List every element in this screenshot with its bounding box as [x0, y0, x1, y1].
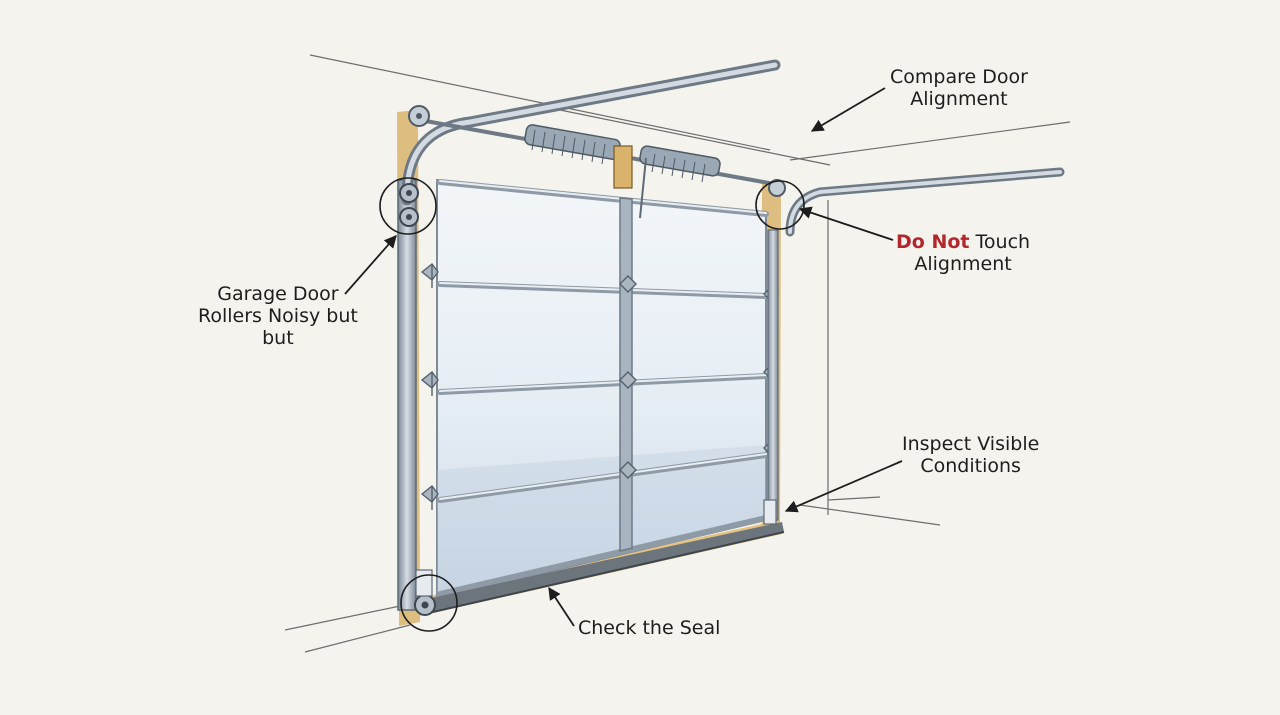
arrow-inspect: [784, 460, 903, 513]
warning-text: Do Not: [896, 231, 970, 253]
label-line: Inspect Visible: [902, 433, 1040, 455]
label-line: Do Not Touch: [896, 231, 1030, 253]
label-compare-door-alignment: Compare Door Alignment: [890, 66, 1028, 110]
label-line: Alignment: [910, 88, 1008, 110]
arrow-rollers: [344, 235, 397, 295]
label-garage-door-rollers: Garage Door Rollers Noisy but but: [198, 283, 358, 349]
label-line: Check the Seal: [578, 617, 721, 639]
label-line: Conditions: [920, 455, 1021, 477]
upper-rollers: [399, 183, 419, 227]
room-outline: [284, 54, 1071, 653]
label-line: but: [262, 327, 294, 349]
highlight-circles: [379, 177, 805, 632]
rollers-highlight-circle: [379, 177, 437, 235]
bottom-roller-highlight-circle: [400, 574, 458, 632]
right-bottom-bracket: [763, 499, 777, 525]
label-line: Garage Door: [217, 283, 339, 305]
arrow-do-not-touch: [798, 206, 894, 241]
pulley-highlight-circle: [755, 180, 805, 230]
top-pulleys: [408, 105, 786, 197]
label-line: Rollers Noisy but: [198, 305, 358, 327]
callout-arrows: [344, 87, 903, 627]
label-check-the-seal: Check the Seal: [578, 617, 720, 639]
label-do-not-touch-alignment: Do Not Touch Alignment: [896, 231, 1030, 275]
arrow-compare-alignment: [810, 87, 886, 132]
bottom-seal: [422, 522, 785, 615]
label-line: Compare Door: [890, 66, 1028, 88]
label-text: Touch: [969, 231, 1031, 253]
torsion-spring: [524, 124, 721, 219]
arrow-seal: [548, 586, 575, 627]
panel-rails-highlight: [439, 180, 767, 500]
label-inspect-visible-conditions: Inspect Visible Conditions: [902, 433, 1039, 477]
label-line: Alignment: [914, 253, 1012, 275]
